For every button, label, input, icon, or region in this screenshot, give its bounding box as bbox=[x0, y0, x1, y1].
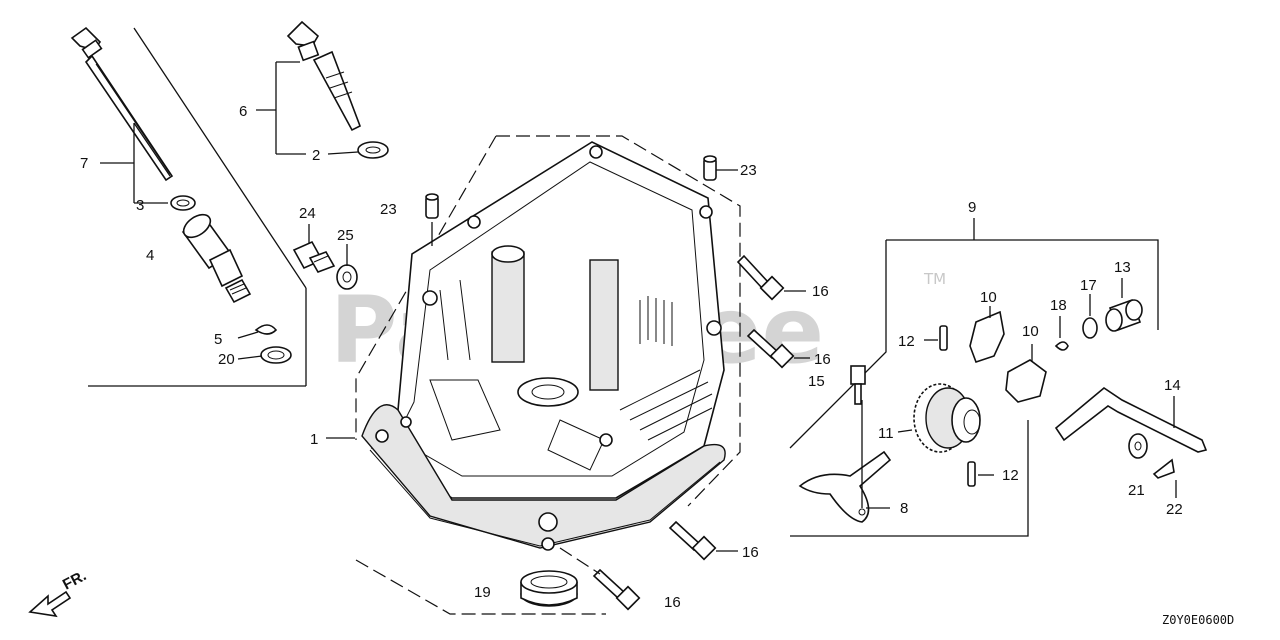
callout-5[interactable]: 5 bbox=[214, 331, 222, 348]
callout-11[interactable]: 11 bbox=[878, 425, 894, 442]
washer-part-3[interactable] bbox=[170, 195, 196, 211]
figure-code: Z0Y0E0600D bbox=[1162, 613, 1234, 627]
governor-group-boundary bbox=[789, 239, 1159, 537]
callout-3[interactable]: 3 bbox=[136, 197, 144, 214]
clip-part-22[interactable] bbox=[1152, 458, 1175, 479]
dowel-pin-part-23b[interactable] bbox=[703, 155, 717, 181]
callout-21[interactable]: 21 bbox=[1128, 482, 1145, 499]
direction-label: FR. bbox=[60, 567, 89, 593]
clip-part-5[interactable] bbox=[254, 324, 278, 335]
washer-part-2[interactable] bbox=[357, 141, 389, 159]
governor-arm-part-8[interactable] bbox=[798, 450, 892, 523]
callout-20[interactable]: 20 bbox=[218, 351, 235, 368]
callout-1[interactable]: 1 bbox=[310, 431, 318, 448]
bolt-part-16c[interactable] bbox=[668, 520, 717, 561]
callout-8[interactable]: 8 bbox=[900, 500, 908, 517]
governor-weight-part-10b[interactable] bbox=[1005, 359, 1047, 403]
callout-22[interactable]: 22 bbox=[1166, 501, 1183, 518]
callout-18[interactable]: 18 bbox=[1050, 297, 1067, 314]
callout-10a[interactable]: 10 bbox=[980, 289, 997, 306]
callout-15[interactable]: 15 bbox=[808, 373, 825, 390]
callout-2[interactable]: 2 bbox=[312, 147, 320, 164]
callout-4[interactable]: 4 bbox=[146, 247, 154, 264]
callout-16d[interactable]: 16 bbox=[664, 594, 681, 611]
callout-12a[interactable]: 12 bbox=[898, 333, 915, 350]
washer-part-21[interactable] bbox=[1128, 433, 1148, 459]
washer-part-17[interactable] bbox=[1082, 317, 1098, 339]
callout-23a[interactable]: 23 bbox=[380, 201, 397, 218]
callout-24[interactable]: 24 bbox=[299, 205, 316, 222]
callout-9[interactable]: 9 bbox=[968, 199, 976, 216]
oil-filler-neck-part[interactable] bbox=[180, 210, 252, 304]
o-ring-part-20[interactable] bbox=[260, 346, 292, 364]
callout-12b[interactable]: 12 bbox=[1002, 467, 1019, 484]
callout-23b[interactable]: 23 bbox=[740, 162, 757, 179]
crankcase-cover-part[interactable] bbox=[355, 135, 741, 551]
bolt-part-16a[interactable] bbox=[736, 254, 785, 301]
oil-seal-part-19[interactable] bbox=[520, 570, 578, 607]
trademark: TM bbox=[923, 270, 946, 288]
dowel-pin-part-23a[interactable] bbox=[425, 193, 439, 219]
pin-part-12b[interactable] bbox=[967, 461, 976, 487]
holder-part-13[interactable] bbox=[1105, 298, 1143, 332]
callout-17[interactable]: 17 bbox=[1080, 277, 1097, 294]
dipstick-long-part[interactable] bbox=[70, 26, 174, 182]
governor-weight-part-10a[interactable] bbox=[969, 310, 1005, 364]
dipstick-group-boundary bbox=[88, 27, 307, 387]
clip-part-18[interactable] bbox=[1054, 341, 1069, 351]
callout-25[interactable]: 25 bbox=[337, 227, 354, 244]
callout-16a[interactable]: 16 bbox=[812, 283, 829, 300]
callout-13[interactable]: 13 bbox=[1114, 259, 1131, 276]
callout-16c[interactable]: 16 bbox=[742, 544, 759, 561]
callout-16b[interactable]: 16 bbox=[814, 351, 831, 368]
drain-bolt-part-24[interactable] bbox=[292, 240, 336, 273]
bolt-part-16b[interactable] bbox=[746, 328, 795, 369]
bolt-part-15[interactable] bbox=[850, 365, 866, 405]
front-direction-arrow-icon bbox=[28, 590, 72, 618]
pin-part-12a[interactable] bbox=[939, 325, 948, 351]
governor-shaft-part-14[interactable] bbox=[1054, 387, 1208, 453]
bolt-part-16d[interactable] bbox=[592, 568, 641, 611]
washer-part-25[interactable] bbox=[336, 264, 358, 290]
governor-gear-part-11[interactable] bbox=[913, 383, 981, 453]
callout-14[interactable]: 14 bbox=[1164, 377, 1181, 394]
callout-19[interactable]: 19 bbox=[474, 584, 491, 601]
callout-7[interactable]: 7 bbox=[80, 155, 88, 172]
callout-10b[interactable]: 10 bbox=[1022, 323, 1039, 340]
dipstick-short-part[interactable] bbox=[286, 20, 362, 132]
callout-6[interactable]: 6 bbox=[239, 103, 247, 120]
